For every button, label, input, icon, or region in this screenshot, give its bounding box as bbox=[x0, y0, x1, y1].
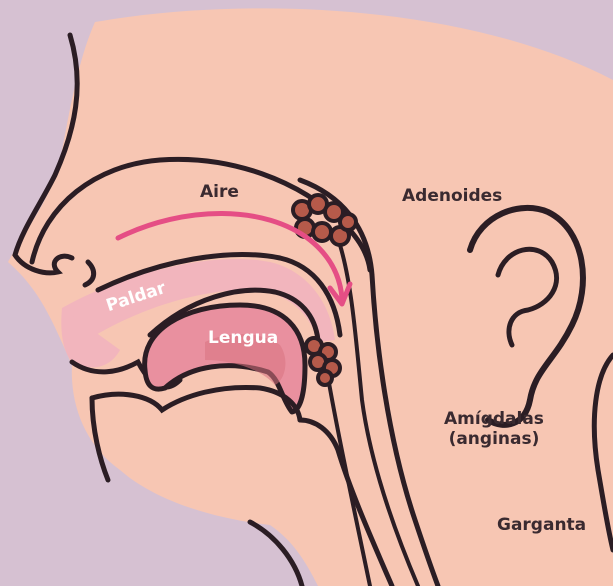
label-amigdalas: Amígdalas (anginas) bbox=[444, 410, 544, 449]
label-amigdalas-line2: (anginas) bbox=[444, 430, 544, 450]
label-garganta: Garganta bbox=[497, 516, 586, 536]
label-aire: Aire bbox=[200, 183, 239, 203]
label-lengua: Lengua bbox=[208, 329, 278, 349]
label-amigdalas-line1: Amígdalas bbox=[444, 410, 544, 430]
label-adenoides: Adenoides bbox=[402, 187, 502, 207]
